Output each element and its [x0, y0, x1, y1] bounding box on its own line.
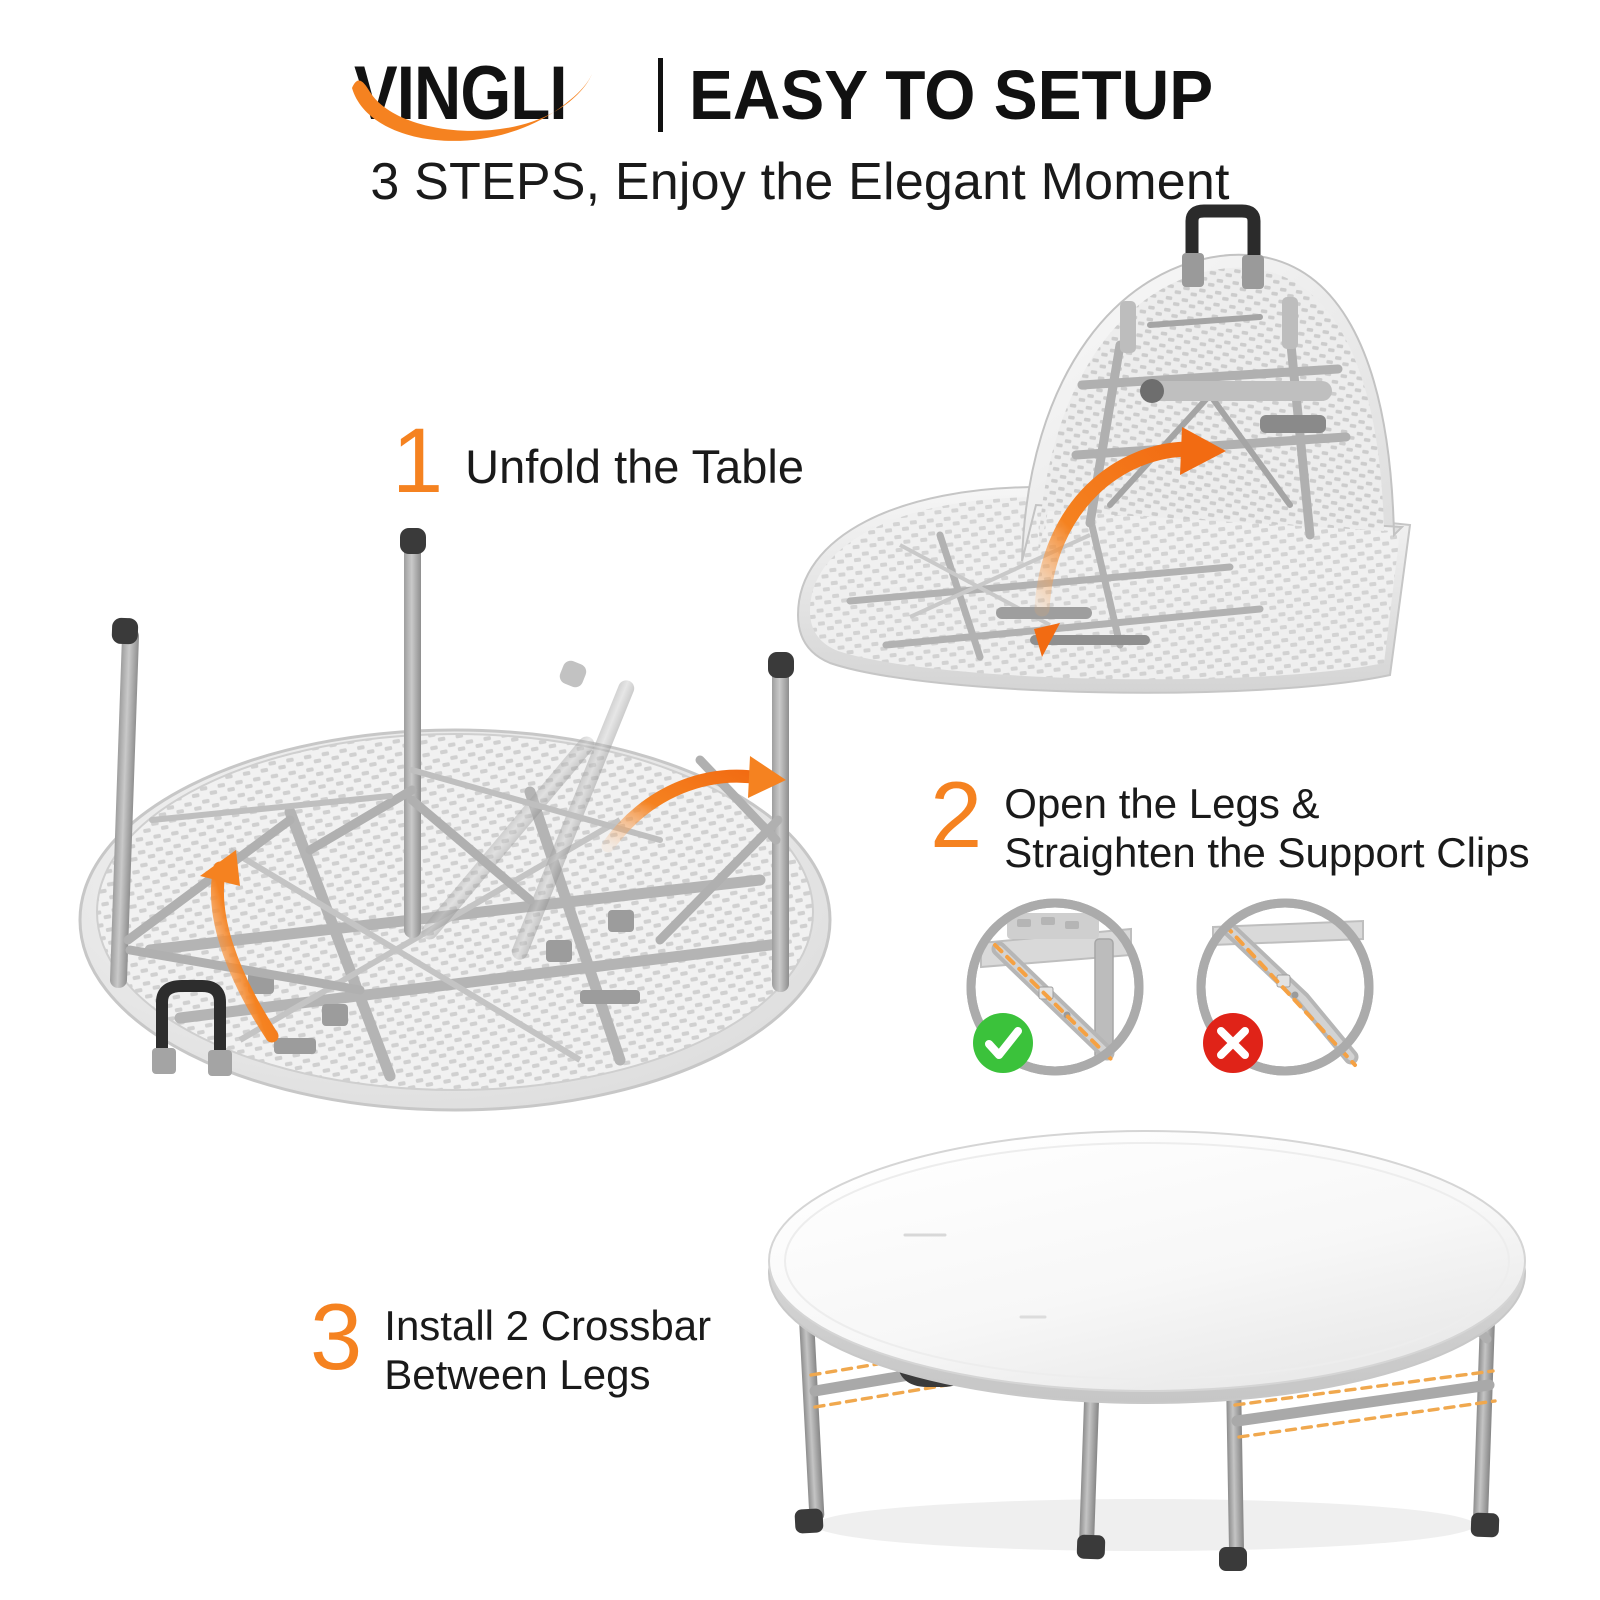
brand-name: VINGLI — [353, 51, 568, 136]
step-2-number: 2 — [930, 762, 983, 867]
deck-carry-handle-icon — [152, 980, 232, 1076]
cross-badge-icon — [1203, 1013, 1263, 1073]
unfold-arrow-icon — [1034, 427, 1226, 657]
step-3-number: 3 — [310, 1284, 363, 1389]
page-subtitle: 3 STEPS, Enjoy the Elegant Moment — [370, 153, 1230, 211]
title-divider — [657, 58, 663, 132]
table-top — [768, 1130, 1526, 1404]
assembled-table-illustration — [745, 1085, 1555, 1571]
step-1-text: Unfold the Table — [465, 440, 804, 493]
deck-hardware — [248, 910, 640, 1054]
step-2-text-line1: Open the Legs & — [1004, 780, 1320, 827]
leg-rotation-arrow-right — [601, 756, 786, 853]
step-2-text-line2: Straighten the Support Clips — [1004, 828, 1530, 876]
folded-table-upper-half — [1021, 204, 1405, 562]
folded-table-illustration — [790, 204, 1412, 705]
folded-table-lower-half — [796, 485, 1412, 694]
table-legs — [109, 528, 794, 995]
step-3-text-line2: Between Legs — [384, 1350, 651, 1398]
page-title: EASY TO SETUP — [688, 56, 1213, 134]
upside-down-table-illustration — [60, 520, 850, 1140]
step-3-text: Install 2 Crossbar Between Legs — [384, 1292, 711, 1399]
vingli-logo: VINGLI — [351, 51, 632, 141]
step-1-number: 1 — [392, 410, 444, 512]
leg-rotation-arrow-left — [200, 850, 279, 1043]
step-3-label: 3 Install 2 Crossbar Between Legs — [310, 1284, 711, 1399]
step-2-label: 2 Open the Legs & Straighten the Support… — [930, 762, 1530, 877]
brand-line: VINGLI EASY TO SETUP — [0, 51, 1600, 141]
support-clip-incorrect-inset — [1185, 895, 1385, 1085]
carry-handle-icon — [1182, 204, 1264, 289]
step-2-text: Open the Legs & Straighten the Support C… — [1004, 770, 1529, 877]
support-clip-correct-inset — [955, 895, 1155, 1085]
step-1-label: 1 Unfold the Table — [392, 410, 804, 512]
check-badge-icon — [973, 1013, 1033, 1073]
step-3-text-line1: Install 2 Crossbar — [384, 1302, 712, 1349]
